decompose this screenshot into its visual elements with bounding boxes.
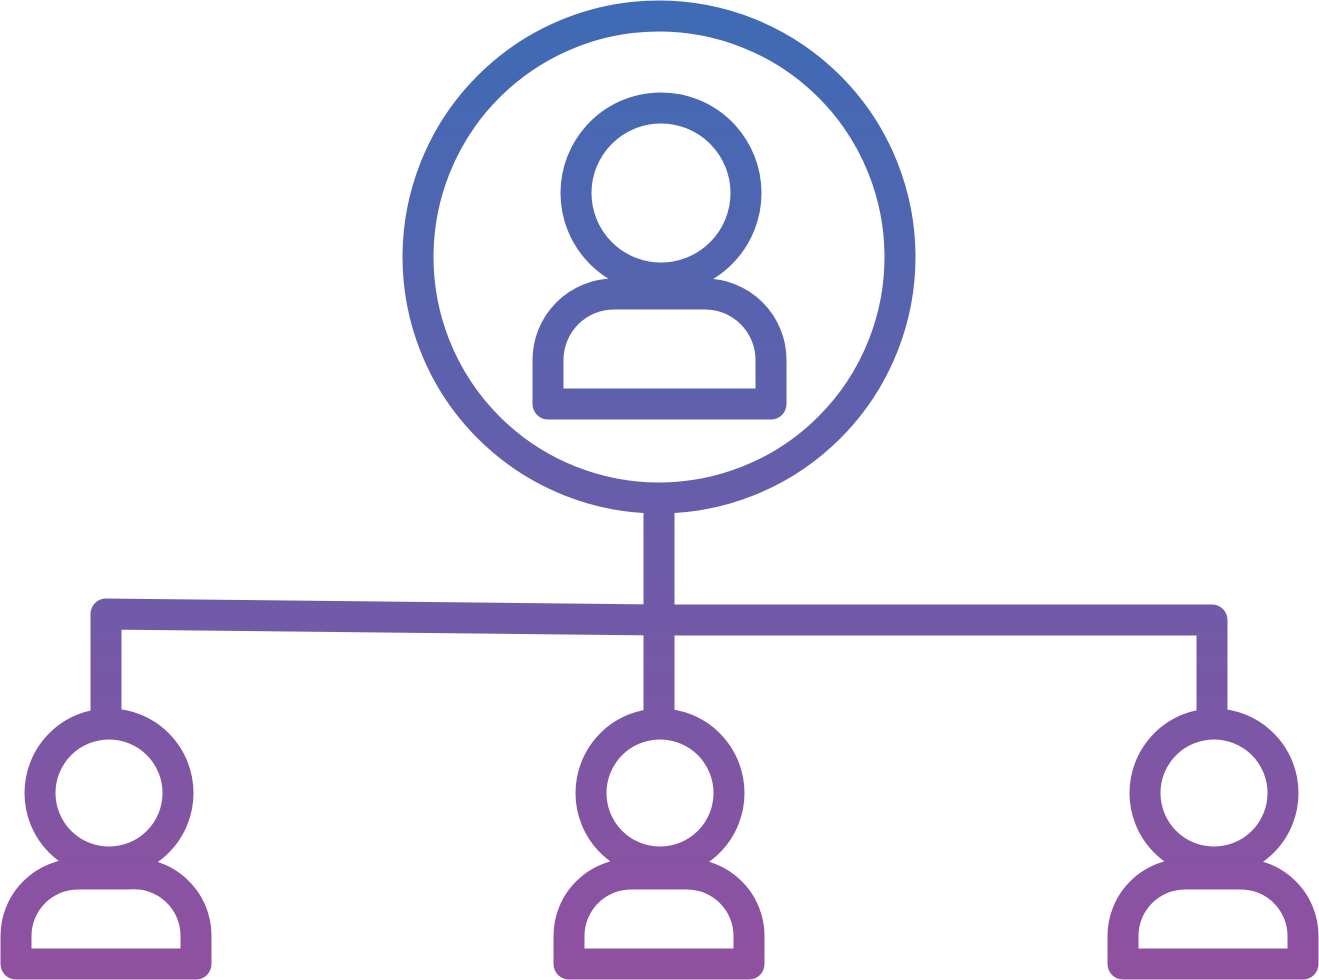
member-node-center: [553, 708, 765, 980]
manager-user-icon: [532, 92, 787, 420]
member-head-icon: [24, 708, 194, 878]
member-node-right: [1107, 708, 1319, 980]
hierarchy-connectors: [90, 482, 1228, 728]
manager-body-icon: [532, 278, 787, 420]
member-body-icon: [1107, 858, 1319, 980]
member-node-left: [0, 708, 212, 980]
manager-head-icon: [560, 92, 762, 294]
member-body-icon: [553, 858, 765, 980]
member-head-icon: [1129, 708, 1299, 878]
member-head-icon: [575, 708, 745, 878]
branch-connector-left: [90, 598, 675, 728]
manager-ring-icon: [402, 0, 916, 514]
branch-connector-right: [643, 604, 1228, 728]
member-body-icon: [0, 858, 212, 980]
manager-node: [402, 0, 916, 514]
